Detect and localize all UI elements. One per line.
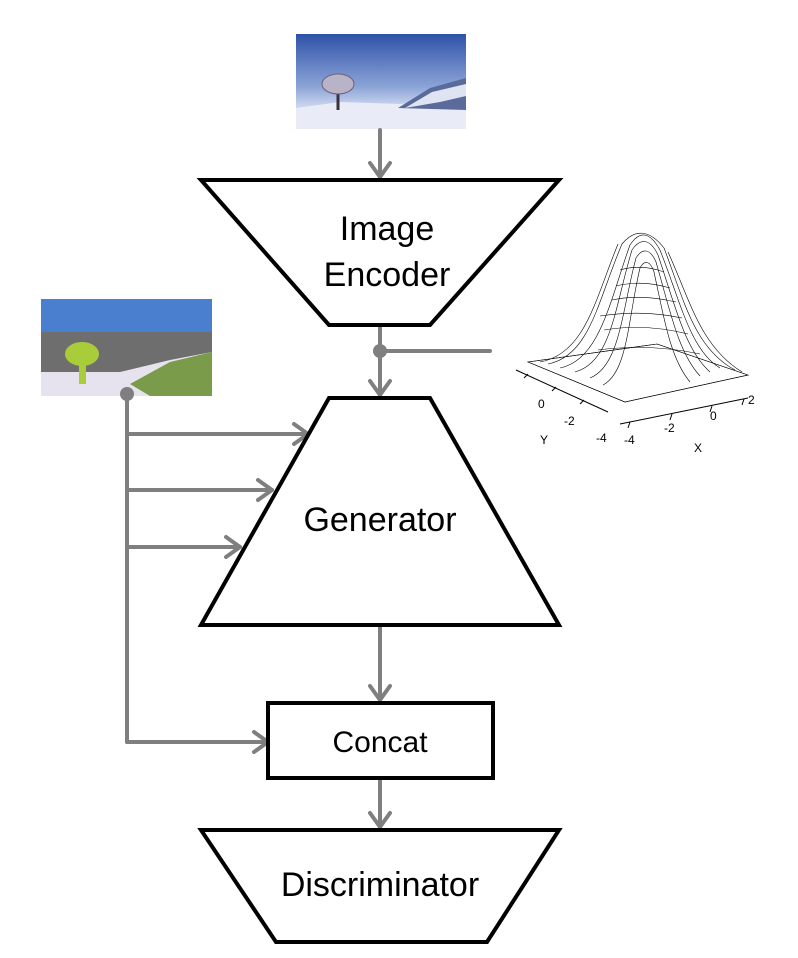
- discriminator-label: Discriminator: [281, 866, 479, 904]
- x-axis-label: X: [694, 441, 702, 455]
- plot-axes: [515, 369, 749, 429]
- arrowhead-photo-to-encoder: [368, 161, 392, 179]
- arrowhead-generator-to-concat: [368, 684, 392, 702]
- noise-junction-dot: [373, 344, 387, 358]
- x-tick-1: -2: [664, 421, 675, 435]
- arrowhead-encoder-to-generator: [368, 379, 392, 397]
- generator-label: Generator: [303, 501, 456, 539]
- x-tick-0: -4: [624, 433, 635, 447]
- arrowhead-segmap-to-generator-3: [224, 535, 242, 559]
- y-tick-0: 0: [538, 397, 545, 411]
- generator-block: Generator: [197, 396, 563, 627]
- x-tick-2: 0: [710, 409, 717, 423]
- x-tick-3: 2: [748, 393, 755, 407]
- discriminator-block: Discriminator: [197, 828, 563, 944]
- image-encoder-block: Image Encoder: [196, 178, 564, 327]
- concat-block: Concat: [266, 701, 495, 780]
- arrowhead-segmap-to-generator-2: [256, 478, 274, 502]
- concat-label: Concat: [332, 726, 428, 759]
- input-photo: [296, 34, 466, 129]
- image-encoder-label-line2: Encoder: [324, 256, 451, 294]
- gaussian-surface: [526, 232, 750, 403]
- y-axis-label: Y: [540, 433, 548, 447]
- gaussian-surface-plot: 0 -2 -4 -4 -2 0 2 Y X: [515, 232, 755, 455]
- y-tick-2: -4: [596, 431, 607, 445]
- arrowhead-concat-to-discriminator: [368, 811, 392, 829]
- connectors: [125, 128, 492, 829]
- image-encoder-label-line1: Image: [340, 210, 435, 248]
- y-tick-1: -2: [564, 414, 575, 428]
- segmentation-map: [41, 299, 212, 396]
- segmap-junction-dot: [120, 387, 134, 401]
